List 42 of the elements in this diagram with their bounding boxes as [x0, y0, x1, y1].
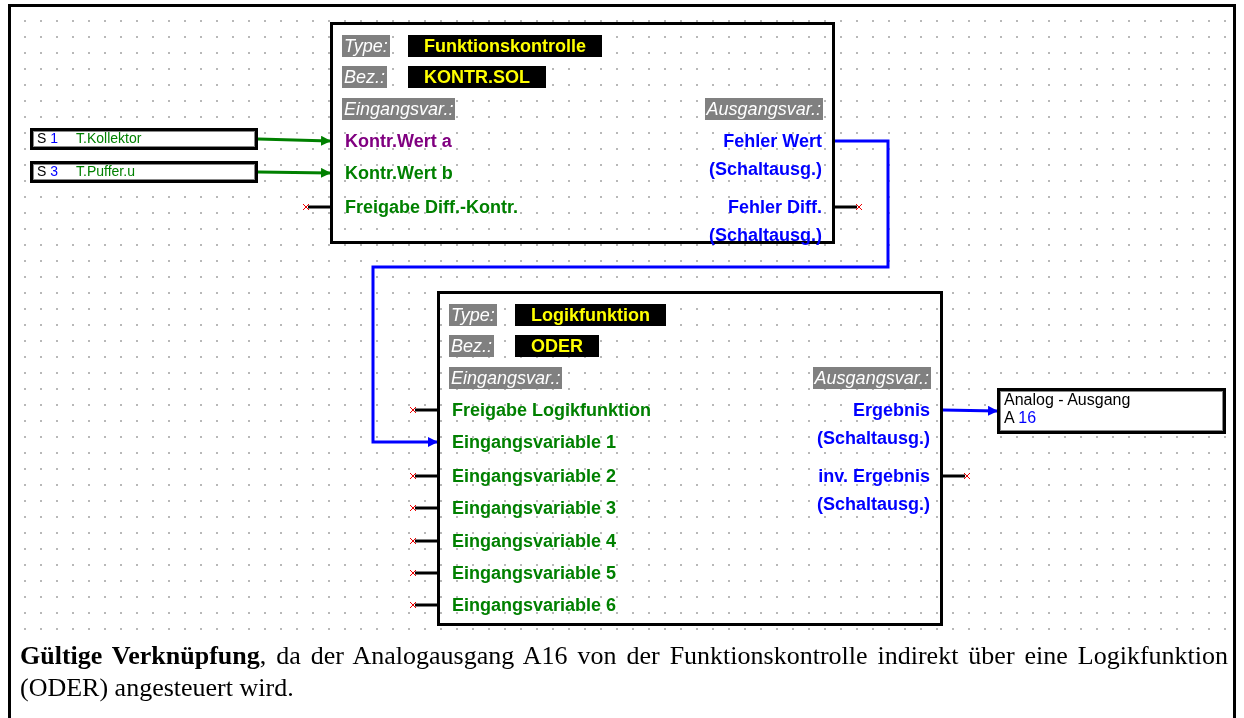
output-label: Analog - Ausgang	[1004, 391, 1132, 409]
field-label: Type:	[342, 35, 390, 57]
arrow	[371, 139, 890, 447]
sensor-box	[30, 161, 258, 183]
field-label: Type:	[449, 304, 497, 326]
arrow	[942, 405, 998, 416]
port-label: inv. Ergebnis (Schaltausg.)	[780, 462, 940, 518]
field-value: ODER	[515, 335, 599, 357]
section-label: Eingangsvar.:	[342, 98, 456, 120]
field-label: Bez.:	[342, 66, 388, 88]
port-label: Eingangsvariable 3	[440, 493, 617, 523]
sensor-label: S 3	[37, 163, 59, 179]
port-label: Kontr.Wert b	[333, 158, 453, 188]
sensor-label: T.Kollektor	[76, 130, 142, 146]
port-label: Freigabe Diff.-Kontr.	[333, 192, 518, 222]
section-label: Ausgangsvar.:	[704, 98, 823, 120]
port-label: Eingangsvariable 5	[440, 558, 617, 588]
field-value: KONTR.SOL	[408, 66, 546, 88]
port-label: Fehler Wert (Schaltausg.)	[672, 127, 832, 183]
port-label: Eingangsvariable 1	[440, 427, 617, 457]
field-label: Bez.:	[449, 335, 495, 357]
arrow	[257, 135, 331, 146]
output-box	[997, 388, 1226, 434]
section-label: Eingangsvar.:	[449, 367, 563, 389]
field-value: Logikfunktion	[515, 304, 666, 326]
sensor-label: S 1	[37, 130, 59, 146]
port-label: Eingangsvariable 6	[440, 590, 617, 620]
sensor-box	[30, 128, 258, 150]
arrow	[257, 167, 331, 178]
port-label: Ergebnis (Schaltausg.)	[780, 396, 940, 452]
field-value: Funktionskontrolle	[408, 35, 602, 57]
function-block	[330, 22, 835, 244]
output-label: A 16	[1004, 409, 1038, 427]
port-label: Fehler Diff. (Schaltausg.)	[672, 193, 832, 249]
function-block	[437, 291, 943, 626]
port-label: Eingangsvariable 4	[440, 526, 617, 556]
port-label: Freigabe Logikfunktion	[440, 395, 651, 425]
caption: Gültige Verknüpfung, da der Analogausgang A16 von der Funktionskontrolle indirekt über eine Logikfunktion (ODER) angesteuert wird.	[20, 640, 1228, 704]
sensor-label: T.Puffer.u	[76, 163, 135, 179]
port-label: Kontr.Wert a	[333, 126, 452, 156]
port-label: Eingangsvariable 2	[440, 461, 617, 491]
section-label: Ausgangsvar.:	[812, 367, 931, 389]
